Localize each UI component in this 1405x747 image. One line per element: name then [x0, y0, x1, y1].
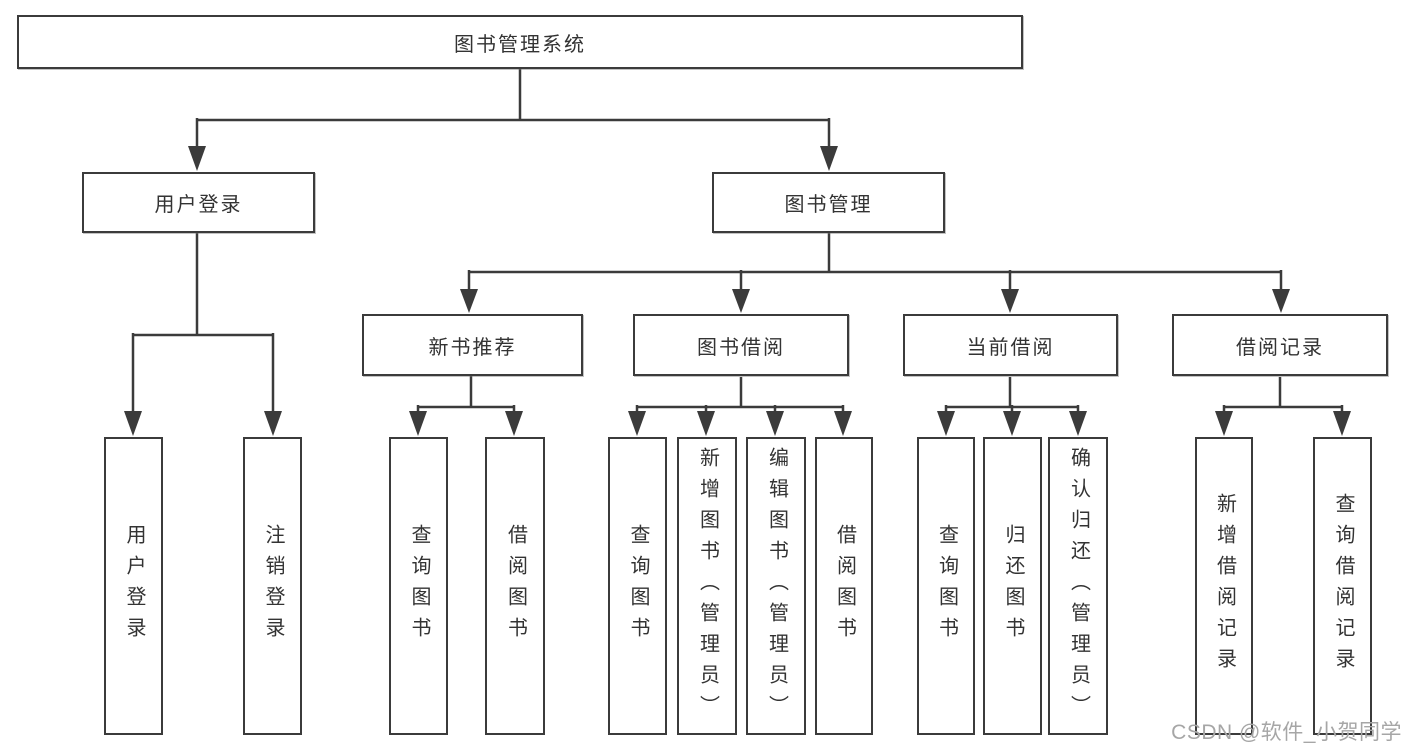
node-label: 新增图书（管理员） — [696, 446, 719, 726]
node-label: 图书管理系统 — [454, 33, 586, 56]
edge-current-borrow-to-children — [944, 377, 1080, 415]
node-label: 用户登录 — [123, 524, 145, 648]
node-leaf-query-book-1: 查询图书 — [389, 437, 448, 735]
edge-root-to-level2 — [195, 68, 831, 150]
node-leaf-confirm-return-admin: 确认归还（管理员） — [1048, 437, 1108, 735]
node-leaf-borrow-book-1: 借阅图书 — [485, 437, 545, 735]
node-label: 确认归还（管理员） — [1067, 446, 1090, 726]
arrow-icon — [697, 411, 715, 436]
arrow-icon — [409, 411, 427, 436]
arrow-icon — [460, 289, 478, 313]
arrow-icon — [937, 411, 955, 436]
node-label: 查询图书 — [627, 524, 649, 648]
arrow-icon — [124, 411, 142, 436]
node-book-management: 图书管理 — [712, 172, 945, 233]
node-leaf-edit-book-admin: 编辑图书（管理员） — [746, 437, 806, 735]
node-new-book-recommend: 新书推荐 — [362, 314, 583, 376]
arrow-icon — [766, 411, 784, 436]
node-leaf-borrow-book-2: 借阅图书 — [815, 437, 873, 735]
csdn-watermark: CSDN @软件_小贺同学 — [1171, 721, 1402, 744]
edge-book-mgmt-to-level3 — [467, 233, 1283, 293]
node-label: 图书管理 — [784, 194, 873, 216]
node-leaf-query-book-2: 查询图书 — [608, 437, 667, 735]
arrow-icon — [1272, 289, 1290, 313]
node-label: 新书推荐 — [428, 336, 517, 359]
arrow-icon — [1001, 289, 1019, 313]
node-leaf-return-book: 归还图书 — [983, 437, 1042, 735]
arrowheads — [124, 146, 1351, 436]
node-leaf-add-borrow-record: 新增借阅记录 — [1195, 437, 1253, 735]
arrow-icon — [732, 289, 750, 313]
node-label: 借阅图书 — [504, 524, 527, 648]
node-label: 注销登录 — [262, 524, 284, 648]
arrow-icon — [1333, 411, 1351, 436]
node-leaf-query-borrow-record: 查询借阅记录 — [1313, 437, 1372, 735]
edge-user-login-to-children — [131, 233, 275, 415]
node-user-login: 用户登录 — [82, 172, 315, 233]
node-label: 当前借阅 — [966, 336, 1055, 359]
node-label: 归还图书 — [1002, 524, 1024, 648]
node-label: 查询借阅记录 — [1332, 493, 1354, 679]
node-current-borrowing: 当前借阅 — [903, 314, 1118, 376]
edge-borrow-records-to-children — [1222, 377, 1344, 415]
node-leaf-add-book-admin: 新增图书（管理员） — [677, 437, 737, 735]
arrow-icon — [505, 411, 523, 436]
arrow-icon — [1215, 411, 1233, 436]
arrow-icon — [1069, 411, 1087, 436]
arrow-icon — [188, 146, 206, 171]
arrow-icon — [820, 146, 838, 171]
arrow-icon — [628, 411, 646, 436]
edge-new-book-rec-to-children — [416, 376, 516, 415]
node-label: 编辑图书（管理员） — [765, 446, 788, 726]
node-label: 借阅图书 — [833, 524, 856, 648]
node-leaf-user-login: 用户登录 — [104, 437, 163, 735]
node-root-system: 图书管理系统 — [17, 15, 1023, 69]
arrow-icon — [264, 411, 282, 436]
node-label: 借阅记录 — [1236, 336, 1324, 359]
node-label: 新增借阅记录 — [1213, 493, 1236, 679]
arrow-icon — [1003, 411, 1021, 436]
node-label: 用户登录 — [154, 194, 243, 216]
node-leaf-query-book-3: 查询图书 — [917, 437, 975, 735]
node-label: 查询图书 — [408, 524, 430, 648]
node-borrowing-records: 借阅记录 — [1172, 314, 1388, 376]
node-book-borrowing: 图书借阅 — [633, 314, 849, 376]
arrow-icon — [834, 411, 852, 436]
node-label: 查询图书 — [935, 524, 958, 648]
edge-book-borrow-to-children — [635, 377, 845, 415]
node-leaf-logout: 注销登录 — [243, 437, 302, 735]
node-label: 图书借阅 — [697, 336, 785, 359]
